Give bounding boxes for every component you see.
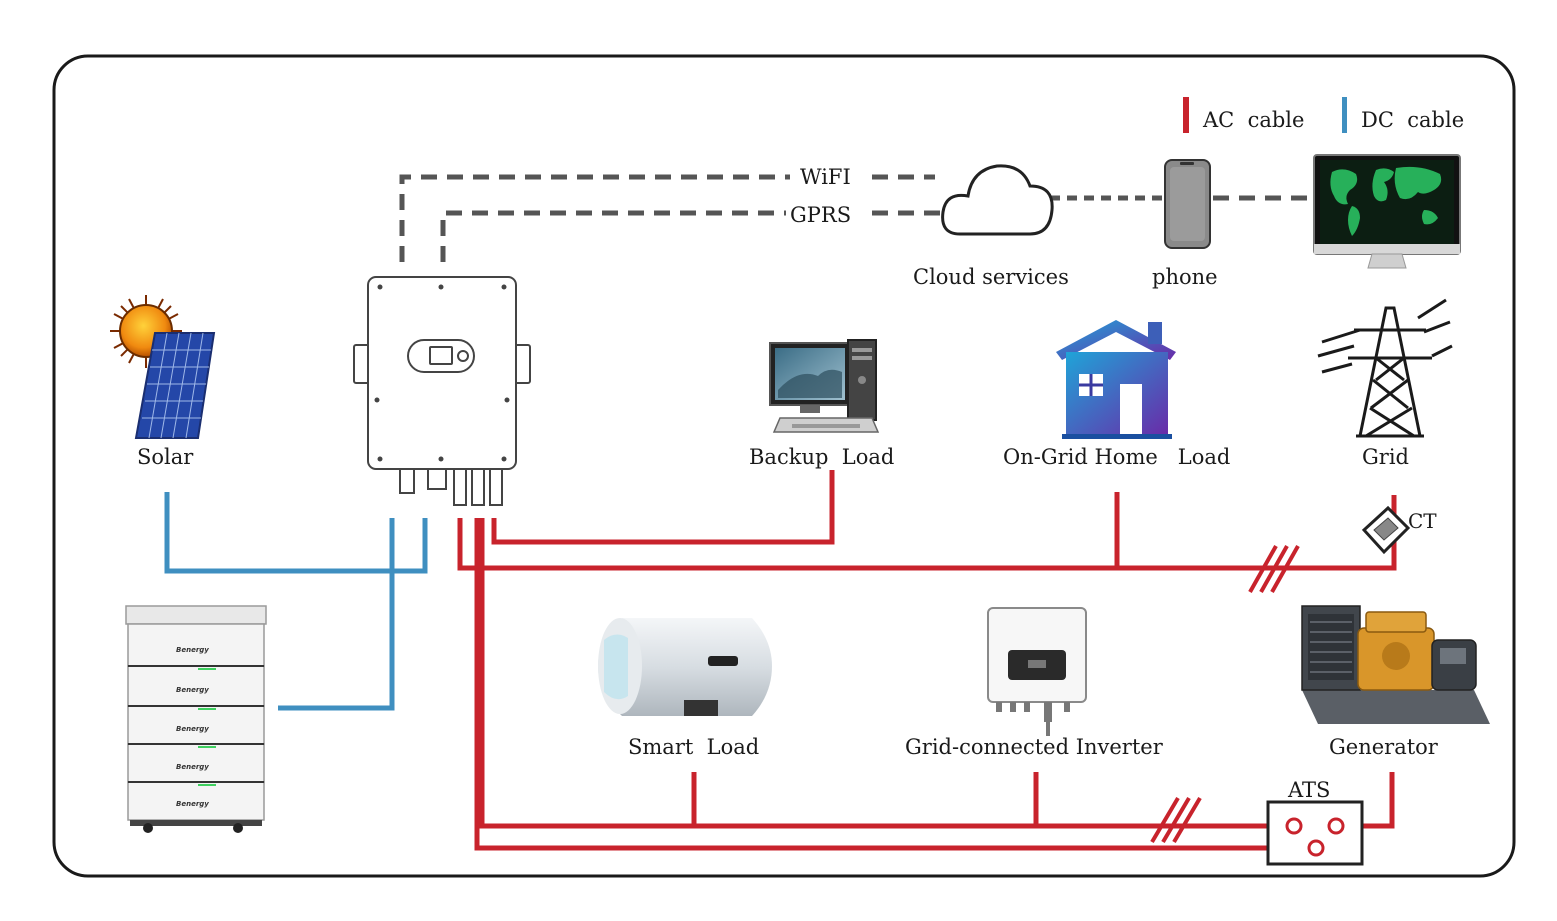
svg-text:Benergy: Benergy — [176, 725, 209, 733]
backup-load-cable — [491, 470, 835, 545]
dc-cable-swatch — [1342, 97, 1347, 133]
solar-dc-cable — [164, 492, 428, 574]
dc-cables — [164, 492, 428, 711]
grid-inverter-label: Grid-connected Inverter — [905, 735, 1164, 759]
dc-cable-label: DC cable — [1361, 108, 1464, 132]
svg-text:Benergy: Benergy — [176, 800, 209, 808]
water-heater-icon — [598, 618, 772, 716]
grid-label: Grid — [1362, 445, 1409, 469]
generator-icon — [1301, 605, 1490, 724]
svg-text:Benergy: Benergy — [176, 646, 209, 654]
grid-bus-cable — [457, 495, 1397, 571]
cloud-icon — [941, 164, 1054, 236]
legend: AC cable DC cable — [1183, 97, 1464, 133]
backup-load-label: Backup Load — [749, 445, 894, 469]
house-icon — [1056, 320, 1176, 439]
smart-load-label: Smart Load — [628, 735, 759, 759]
ac-cable-label: AC cable — [1202, 108, 1304, 132]
solar-label: Solar — [137, 445, 194, 469]
diagram-frame — [52, 54, 1516, 878]
on-grid-load-label: On-Grid Home Load — [1003, 445, 1230, 469]
gen-port-cable-lower — [474, 518, 1316, 851]
phase-hatch-lower — [1150, 796, 1202, 844]
monitor-icon — [1313, 154, 1461, 269]
ats-label: ATS — [1287, 778, 1330, 802]
wifi-label: WiFI — [800, 165, 851, 189]
hybrid-inverter-icon — [353, 276, 531, 506]
gen-port-cable-upper — [479, 518, 1294, 829]
generator-label: Generator — [1329, 735, 1439, 759]
grid-inverter-icon — [987, 607, 1087, 736]
battery-dc-cable — [278, 518, 395, 711]
ct-clamp-icon — [1361, 505, 1411, 555]
comm-lines — [399, 174, 1315, 262]
gprs-label: GPRS — [790, 203, 851, 227]
svg-text:Benergy: Benergy — [176, 686, 209, 694]
phase-hatch-upper — [1248, 545, 1300, 593]
phone-label: phone — [1152, 265, 1218, 289]
wifi-line — [399, 174, 790, 262]
ct-label: CT — [1408, 509, 1437, 533]
ats-switch-icon — [1266, 800, 1364, 866]
desktop-computer-icon — [769, 339, 880, 433]
solar-panel-icon — [134, 332, 216, 439]
phone-icon — [1164, 159, 1211, 249]
cloud-label: Cloud services — [913, 265, 1069, 289]
transmission-tower-icon — [1317, 298, 1453, 438]
battery-stack-icon: Benergy Benergy Benergy Benergy Benergy — [125, 605, 267, 833]
ac-cable-swatch — [1183, 97, 1189, 133]
ac-cables — [457, 470, 1397, 851]
gprs-line — [440, 210, 786, 262]
svg-text:Benergy: Benergy — [176, 763, 209, 771]
